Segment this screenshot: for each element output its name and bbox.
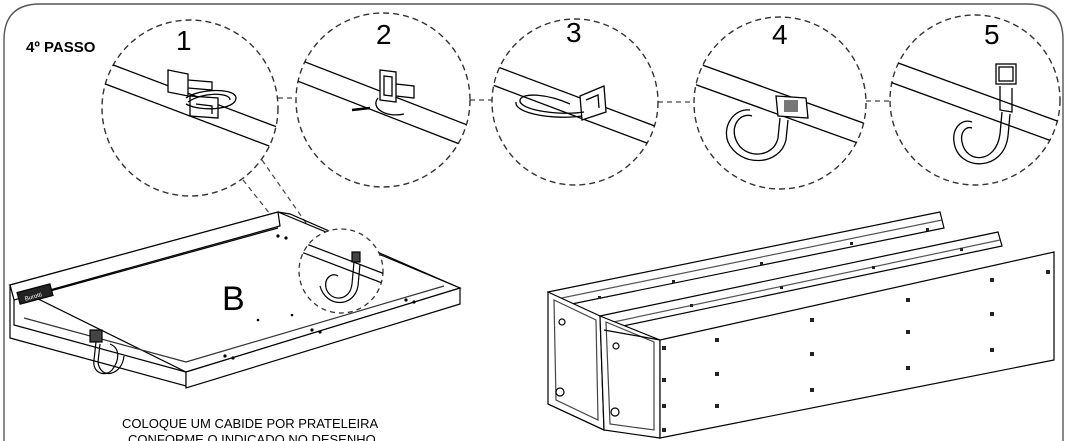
detail-step-1: 1 [101, 19, 279, 197]
outer-frame [3, 3, 1064, 441]
step-number-4: 4 [772, 19, 788, 50]
caption-line-1: COLOQUE UM CABIDE POR PRATELEIRA [122, 416, 379, 431]
detail-step-5: 5 [889, 14, 1061, 186]
assembled-rack [547, 211, 1055, 439]
step-number-5: 5 [984, 19, 1000, 50]
step-number-2: 2 [376, 19, 392, 50]
detail-step-2: 2 [295, 12, 471, 188]
step-number-3: 3 [566, 17, 582, 48]
shelf-label: B [222, 280, 245, 318]
step-title: 4º PASSO [26, 39, 96, 56]
detail-step-4: 4 [693, 16, 867, 190]
detail-step-3: 3 [491, 17, 659, 186]
caption-line-2: CONFORME O INDICADO NO DESENHO [128, 432, 376, 441]
shelf-b [8, 211, 462, 389]
detail-zoom-circle [298, 228, 384, 314]
brand-label: Burotti [24, 292, 42, 302]
step-number-1: 1 [176, 25, 192, 56]
